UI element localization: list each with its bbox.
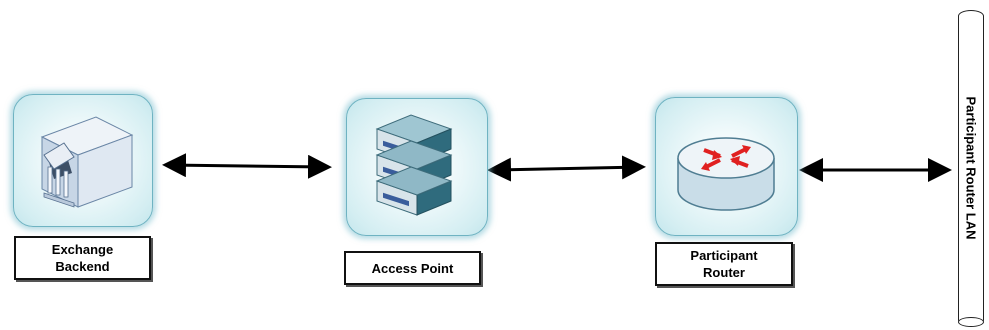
access-point-node[interactable]: [346, 98, 488, 236]
link-backend-access-point: [162, 153, 332, 179]
lan-label: Participant Router LAN: [963, 96, 979, 240]
router-icon: [677, 137, 775, 211]
bank-building-icon: [40, 116, 134, 208]
participant-router-label: Participant Router: [655, 242, 793, 286]
link-access-point-router: [487, 155, 646, 182]
exchange-backend-label: Exchange Backend: [14, 236, 151, 280]
access-point-label: Access Point: [344, 251, 481, 285]
lan-bus-cap: [958, 317, 984, 327]
server-stack-icon: [375, 114, 453, 216]
participant-router-node[interactable]: [655, 97, 798, 236]
exchange-backend-node[interactable]: [13, 94, 153, 227]
lan-bus-icon: Participant Router LAN: [958, 10, 984, 327]
